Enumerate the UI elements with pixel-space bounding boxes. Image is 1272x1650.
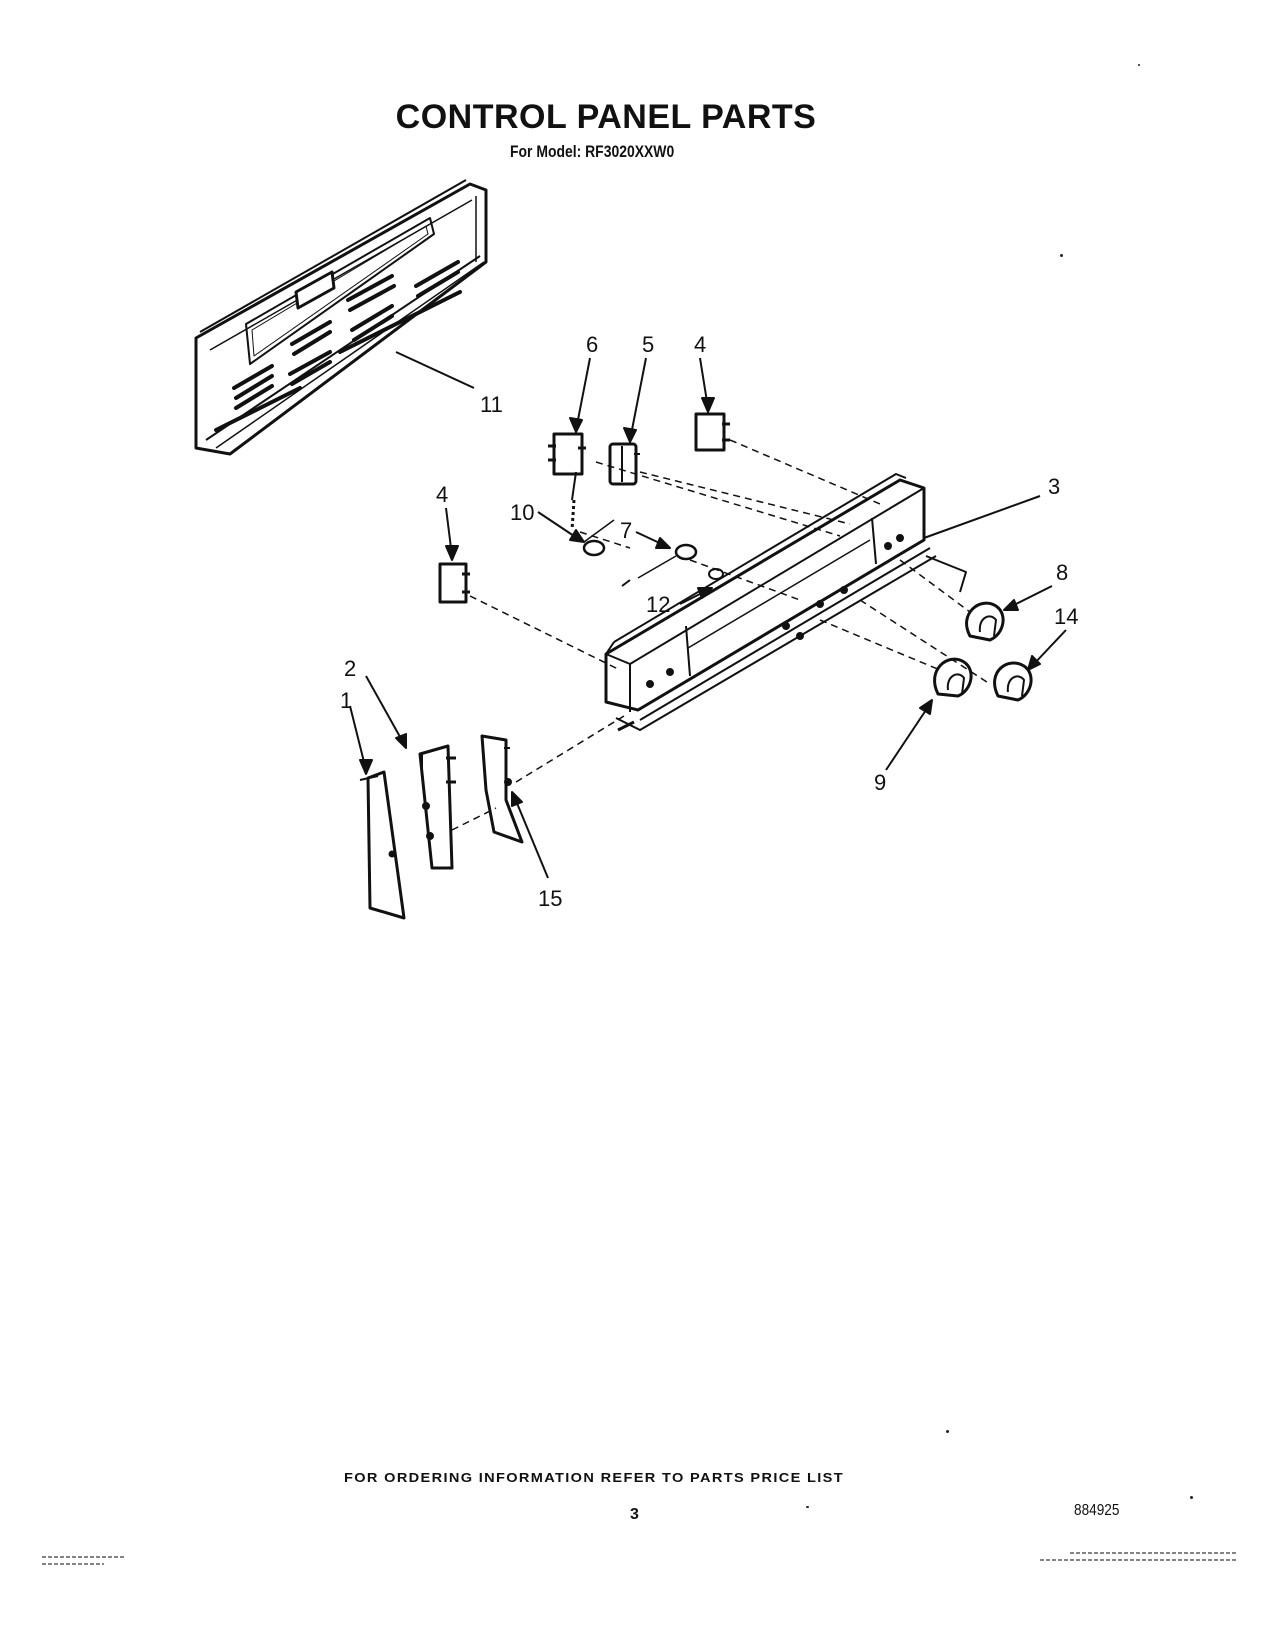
- scan-speck: [1190, 1496, 1193, 1499]
- callout-14: 14: [1054, 604, 1078, 629]
- callout-11: 11: [480, 392, 503, 417]
- callout-5: 5: [642, 332, 654, 357]
- callout-10: 10: [510, 500, 534, 525]
- switch-5: [608, 442, 640, 486]
- callout-7: 7: [620, 518, 632, 543]
- callout-1: 1: [340, 688, 352, 713]
- fineprint-right-smudge: [1040, 1550, 1240, 1567]
- model-subtitle: For Model: RF3020XXW0: [510, 142, 675, 161]
- end-cap-2: [418, 744, 456, 870]
- knob-14: [993, 661, 1033, 702]
- switch-4-top: [694, 412, 730, 452]
- part-12-clip: [708, 568, 724, 580]
- callout-8: 8: [1056, 560, 1068, 585]
- scan-speck: [946, 1430, 949, 1433]
- callout-3: 3: [1048, 474, 1060, 499]
- part-10-lamp-socket: [582, 519, 615, 557]
- knob-8: [965, 601, 1005, 642]
- leader-arrows: [349, 357, 1067, 879]
- end-cap-1: [359, 770, 406, 920]
- backguard-panel: [194, 179, 488, 456]
- document-number: 884925: [1074, 1502, 1120, 1519]
- callout-12: 12: [646, 592, 670, 617]
- part-7-indicator: [621, 543, 698, 587]
- callout-9: 9: [874, 770, 886, 795]
- page-title: CONTROL PANEL PARTS: [395, 98, 817, 136]
- scan-speck: [1138, 64, 1140, 66]
- knob-9: [933, 657, 973, 698]
- callout-4-top: 4: [694, 332, 706, 357]
- page-number: 3: [630, 1506, 639, 1523]
- scan-speck: [806, 1506, 809, 1508]
- assembly-dash-lines: [451, 439, 991, 831]
- bracket-15: [480, 734, 524, 844]
- control-panel-assembly: [604, 473, 1041, 732]
- switch-4-left: [438, 562, 470, 604]
- callout-6: 6: [586, 332, 598, 357]
- scan-speck: [1060, 254, 1063, 257]
- callout-4-left: 4: [436, 482, 448, 507]
- ordering-note: FOR ORDERING INFORMATION REFER TO PARTS …: [344, 1470, 844, 1485]
- switch-6: [548, 432, 586, 531]
- callout-15: 15: [538, 886, 562, 911]
- exploded-parts-diagram: 11 6 5 4 3 4 10 7 12 8 14 9 2 1 15: [194, 179, 1078, 920]
- callout-2: 2: [344, 656, 356, 681]
- fineprint-left-smudge: [42, 1554, 132, 1571]
